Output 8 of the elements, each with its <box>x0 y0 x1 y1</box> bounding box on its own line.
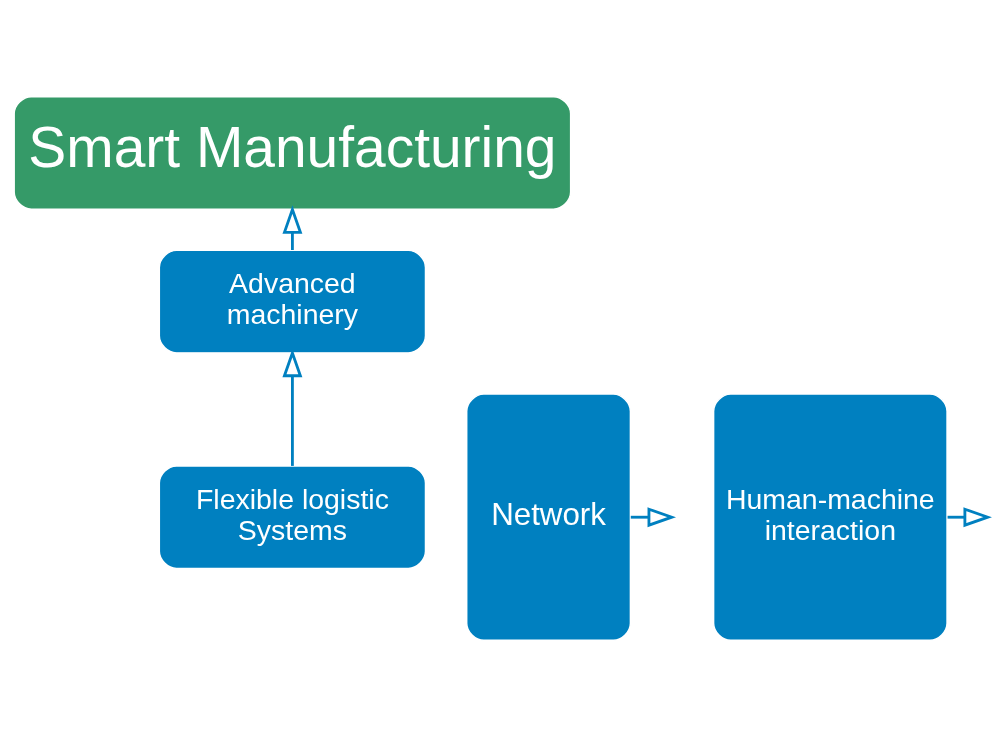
arrow <box>282 204 303 250</box>
node-box: Network <box>466 392 632 641</box>
arrow <box>947 506 992 527</box>
node-box: Advanced machinery <box>158 249 427 354</box>
node-box: Human-machine interaction <box>712 392 948 641</box>
node-box: Smart Manufacturing <box>13 95 572 210</box>
node-box: Flexible logistic Systems <box>158 464 427 569</box>
arrow <box>630 506 677 527</box>
